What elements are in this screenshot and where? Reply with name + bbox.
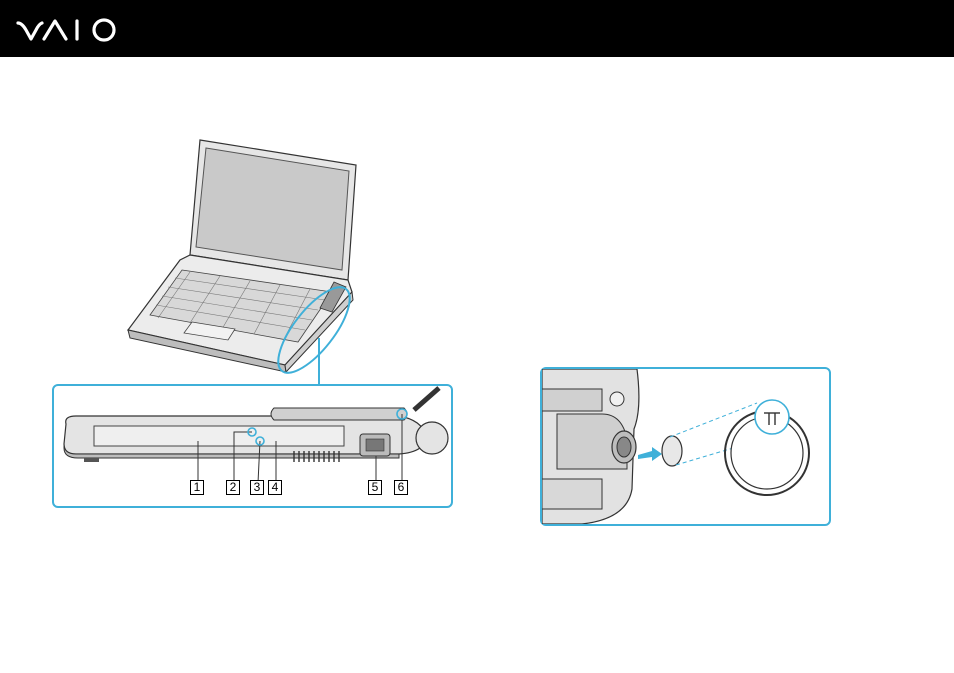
callout-5: 5 <box>368 480 382 495</box>
hinge-detail-panel <box>540 367 831 526</box>
leader-line <box>318 338 320 386</box>
callout-3: 3 <box>250 480 264 495</box>
callout-6: 6 <box>394 480 408 495</box>
highlight-ring <box>262 278 367 383</box>
side-view-panel: 1 2 3 4 5 6 <box>52 384 453 508</box>
callout-4: 4 <box>268 480 282 495</box>
header-bar <box>0 0 954 57</box>
vaio-logo <box>16 17 124 43</box>
callout-2: 2 <box>226 480 240 495</box>
callout-1: 1 <box>190 480 204 495</box>
